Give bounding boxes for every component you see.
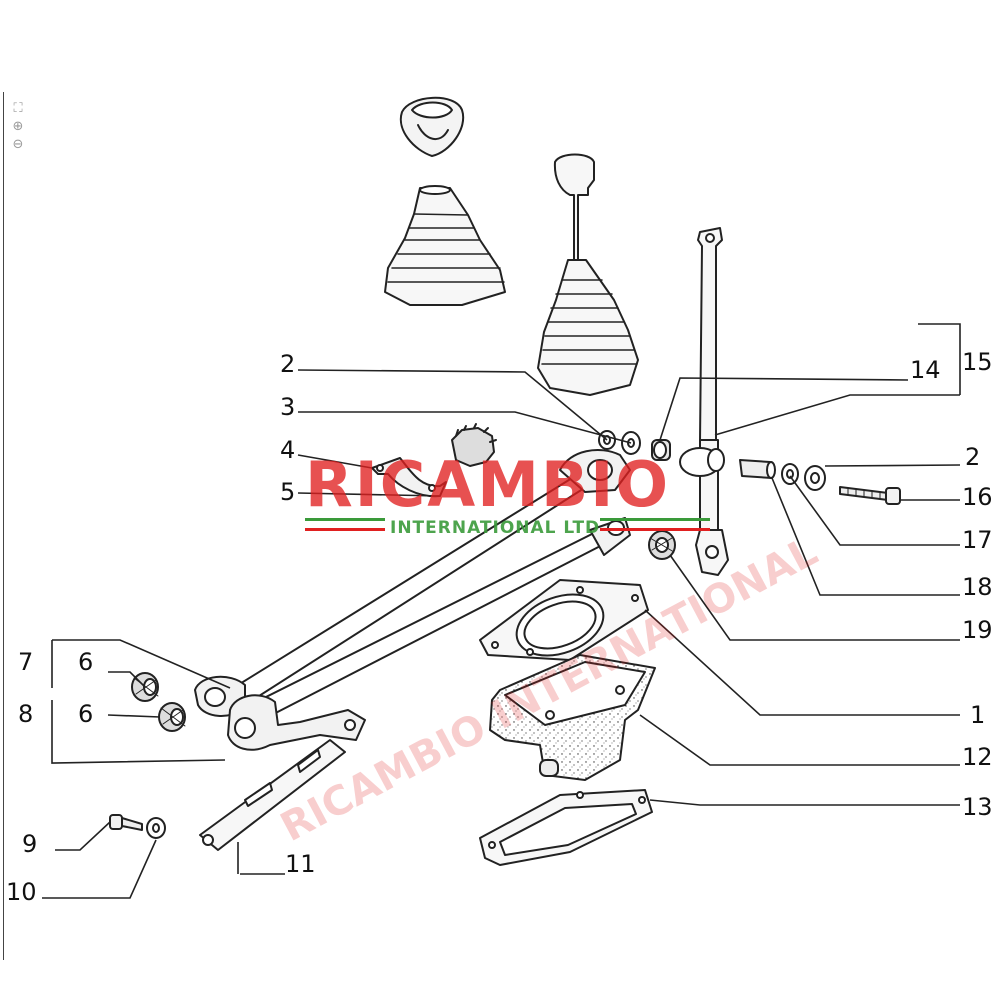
callout-7[interactable]: 7 [18,648,33,676]
callout-17[interactable]: 17 [962,526,993,554]
callout-2-right[interactable]: 2 [965,443,980,471]
callout-4[interactable]: 4 [280,436,295,464]
watermark-subtitle-text: INTERNATIONAL LTD [390,518,600,538]
callout-6-upper[interactable]: 6 [78,648,93,676]
callout-6-lower[interactable]: 6 [78,700,93,728]
callout-15[interactable]: 15 [962,348,993,376]
callout-13[interactable]: 13 [962,793,993,821]
spacer-tube-18-part [739,459,776,479]
viewer-toolbar: ⛶ ⊕ ⊖ [9,100,31,154]
bolt-9-part [109,814,143,831]
leader-lines [42,323,961,899]
callout-10[interactable]: 10 [6,878,37,906]
callout-5[interactable]: 5 [280,478,295,506]
plate-11-part [199,739,346,851]
housing-12-part [489,654,656,781]
watermark-logo-text: RICAMBIO [305,448,670,521]
zoom-in-icon[interactable]: ⊕ [12,119,24,134]
callout-11[interactable]: 11 [285,850,316,878]
gasket-1-part [479,579,649,661]
bracket-4-part [371,457,447,498]
bush-6-lower-part [158,702,186,732]
rubber-boot-part [384,185,506,306]
callout-18[interactable]: 18 [962,573,993,601]
shift-rod-part [227,517,631,751]
viewer-border-line [3,92,4,960]
callout-12[interactable]: 12 [962,743,993,771]
callout-3[interactable]: 3 [280,393,295,421]
gear-knob-part [399,96,465,157]
callout-8[interactable]: 8 [18,700,33,728]
callout-2-left[interactable]: 2 [280,350,295,378]
callout-9[interactable]: 9 [22,830,37,858]
zoom-out-icon[interactable]: ⊖ [12,137,24,152]
callout-16[interactable]: 16 [962,483,993,511]
bush-14-part [651,439,671,461]
callout-14[interactable]: 14 [910,356,941,384]
gear-5-part [451,423,497,467]
selector-shaft-part [679,227,729,576]
gear-lever-with-boot-part [537,153,639,396]
callout-1[interactable]: 1 [970,701,985,729]
washer-17-part [781,463,799,485]
fit-page-icon[interactable]: ⛶ [13,101,23,116]
selector-rod-part [194,449,631,717]
washer-10-part [146,817,166,839]
washer-2-right-part [804,465,826,491]
gasket-13-part [479,789,653,866]
callout-19[interactable]: 19 [962,616,993,644]
bolt-16-part [839,486,901,505]
bush-19-part [648,530,676,560]
